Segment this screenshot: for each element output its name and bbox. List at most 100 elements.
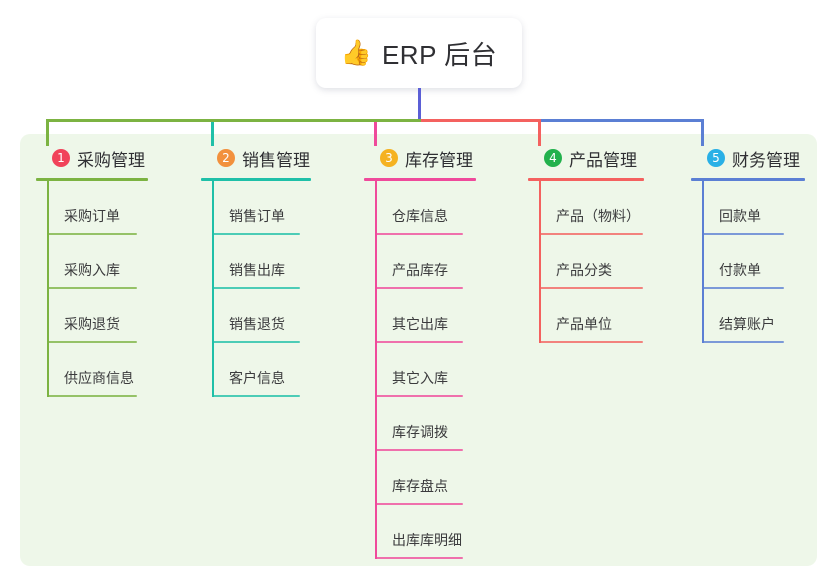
branch-child-item[interactable]: 销售订单	[212, 181, 311, 235]
branch-child-rule	[47, 341, 137, 343]
branch-child-label: 销售订单	[229, 208, 285, 224]
branch-child-label: 采购入库	[64, 262, 120, 278]
branch-child-rule	[47, 395, 137, 397]
branch-child-item[interactable]: 产品库存	[375, 235, 476, 289]
branch-bar-connector-1	[46, 119, 421, 122]
branch-child-label: 采购退货	[64, 316, 120, 332]
branch-child-label: 库存调拨	[392, 424, 448, 440]
branch-child-rule	[539, 341, 643, 343]
branch-header-rule-1	[36, 178, 148, 181]
root-node[interactable]: 👍 ERP 后台	[316, 18, 522, 88]
branch-drop-connector-3	[374, 119, 377, 146]
branch-child-item[interactable]: 采购退货	[47, 289, 148, 343]
branch-column-3: 3 库存管理仓库信息产品库存其它出库其它入库库存调拨库存盘点出库库明细	[364, 146, 476, 559]
branch-child-item[interactable]: 供应商信息	[47, 343, 148, 397]
branch-children-5: 回款单付款单结算账户	[702, 181, 805, 343]
branch-header-3[interactable]: 3 库存管理	[364, 146, 476, 170]
branch-drop-connector-1	[46, 119, 49, 146]
branch-child-rule	[375, 395, 463, 397]
branch-child-label: 供应商信息	[64, 370, 134, 386]
branch-child-rule	[212, 395, 300, 397]
branch-child-rule	[375, 233, 463, 235]
branch-bar-connector-4	[419, 119, 541, 122]
branch-child-rule	[375, 341, 463, 343]
branch-column-2: 2 销售管理销售订单销售出库销售退货客户信息	[201, 146, 311, 397]
branch-column-5: 5 财务管理回款单付款单结算账户	[691, 146, 805, 343]
branch-children-1: 采购订单采购入库采购退货供应商信息	[47, 181, 148, 397]
branch-child-rule	[375, 503, 463, 505]
branch-header-rule-3	[364, 178, 476, 181]
branch-bar-connector-5	[419, 119, 704, 122]
branch-child-rule	[702, 287, 784, 289]
branch-child-item[interactable]: 付款单	[702, 235, 805, 289]
branch-spine-2	[212, 181, 214, 397]
branch-drop-connector-4	[538, 119, 541, 146]
branch-spine-1	[47, 181, 49, 397]
branch-badge-5: 5	[707, 149, 725, 167]
branch-child-item[interactable]: 产品（物料）	[539, 181, 644, 235]
branch-title-2: 销售管理	[242, 150, 310, 170]
branch-child-item[interactable]: 其它出库	[375, 289, 476, 343]
branch-spine-4	[539, 181, 541, 343]
branch-spine-3	[375, 181, 377, 559]
branch-badge-2: 2	[217, 149, 235, 167]
branch-child-item[interactable]: 产品单位	[539, 289, 644, 343]
branch-child-rule	[539, 287, 643, 289]
branch-child-label: 客户信息	[229, 370, 285, 386]
branch-header-5[interactable]: 5 财务管理	[691, 146, 805, 170]
branch-child-rule	[375, 287, 463, 289]
branch-child-label: 库存盘点	[392, 478, 448, 494]
branch-child-rule	[702, 233, 784, 235]
branch-child-item[interactable]: 销售出库	[212, 235, 311, 289]
branch-drop-connector-2	[211, 119, 214, 146]
branch-child-label: 产品库存	[392, 262, 448, 278]
branch-panel-background	[20, 134, 817, 566]
branch-child-label: 出库库明细	[392, 532, 462, 548]
branch-column-4: 4 产品管理产品（物料） 产品分类产品单位	[528, 146, 644, 343]
branch-child-label: 其它入库	[392, 370, 448, 386]
branch-child-item[interactable]: 销售退货	[212, 289, 311, 343]
branch-child-label: 回款单	[719, 208, 761, 224]
branch-child-item[interactable]: 采购入库	[47, 235, 148, 289]
branch-badge-1: 1	[52, 149, 70, 167]
branch-child-item[interactable]: 其它入库	[375, 343, 476, 397]
branch-child-label: 销售退货	[229, 316, 285, 332]
branch-child-rule	[375, 557, 463, 559]
branch-child-item[interactable]: 客户信息	[212, 343, 311, 397]
branch-badge-4: 4	[544, 149, 562, 167]
branch-child-label: 结算账户	[719, 316, 775, 332]
branch-child-label: 销售出库	[229, 262, 285, 278]
branch-child-item[interactable]: 出库库明细	[375, 505, 476, 559]
branch-child-label: 产品（物料）	[556, 208, 640, 224]
branch-child-rule	[212, 341, 300, 343]
branch-drop-connector-5	[701, 119, 704, 146]
branch-title-3: 库存管理	[405, 150, 473, 170]
branch-header-rule-4	[528, 178, 644, 181]
branch-title-5: 财务管理	[732, 150, 800, 170]
branch-child-label: 仓库信息	[392, 208, 448, 224]
branch-header-4[interactable]: 4 产品管理	[528, 146, 644, 170]
branch-header-2[interactable]: 2 销售管理	[201, 146, 311, 170]
branch-child-label: 采购订单	[64, 208, 120, 224]
branch-child-rule	[375, 449, 463, 451]
branch-child-item[interactable]: 产品分类	[539, 235, 644, 289]
branch-child-item[interactable]: 回款单	[702, 181, 805, 235]
branch-title-4: 产品管理	[569, 150, 637, 170]
branch-child-item[interactable]: 库存盘点	[375, 451, 476, 505]
root-node-label: ERP 后台	[381, 39, 498, 70]
branch-header-rule-2	[201, 178, 311, 181]
branch-badge-3: 3	[380, 149, 398, 167]
branch-children-3: 仓库信息产品库存其它出库其它入库库存调拨库存盘点出库库明细	[375, 181, 476, 559]
branch-child-item[interactable]: 仓库信息	[375, 181, 476, 235]
branch-child-item[interactable]: 结算账户	[702, 289, 805, 343]
branch-child-label: 付款单	[719, 262, 761, 278]
root-stem-connector	[418, 88, 421, 122]
branch-header-rule-5	[691, 178, 805, 181]
branch-child-label: 产品单位	[556, 316, 612, 332]
branch-child-rule	[47, 233, 137, 235]
branch-child-item[interactable]: 采购订单	[47, 181, 148, 235]
branch-child-item[interactable]: 库存调拨	[375, 397, 476, 451]
